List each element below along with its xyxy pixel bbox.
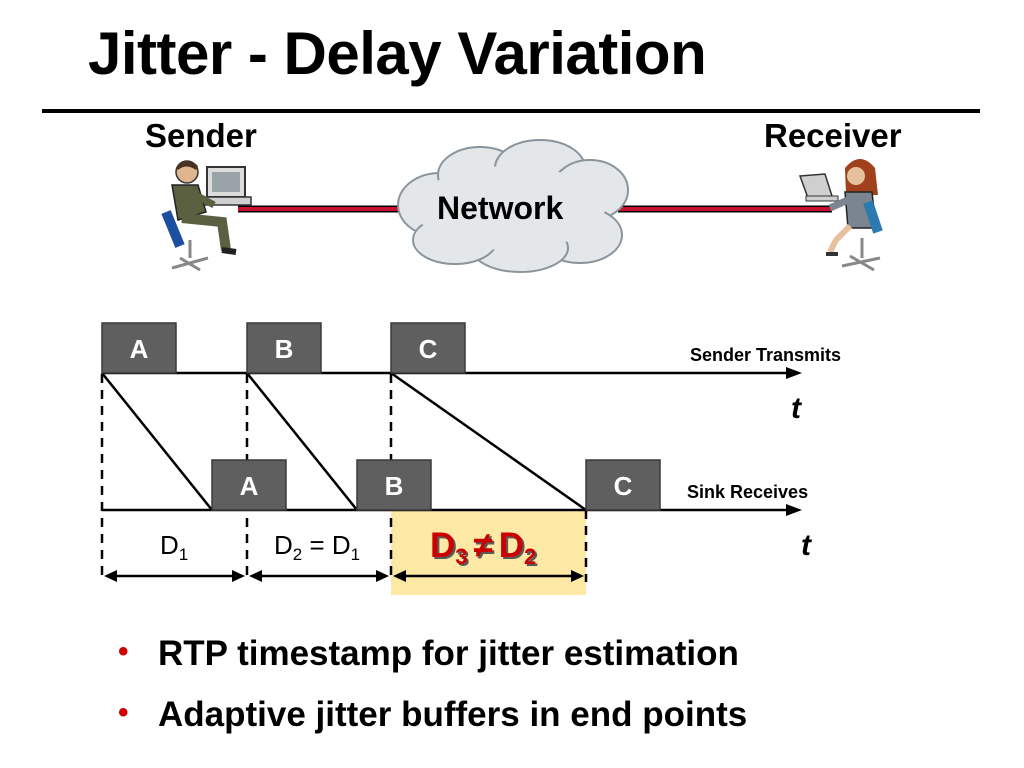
sender-packet-c [390, 322, 466, 374]
sender-label: Sender [145, 117, 257, 154]
sender-axis-label: Sender Transmits [690, 345, 841, 365]
bullet-text: RTP timestamp for jitter estimation [158, 634, 739, 673]
sender-packet-a [101, 322, 177, 374]
bullet-item: • Adaptive jitter buffers in end points [118, 697, 747, 732]
receiver-person-icon [798, 159, 883, 272]
svg-text:D3≠D2: D3≠D2 [430, 526, 536, 569]
sender-person-icon [161, 160, 252, 272]
transit-lines [101, 371, 587, 512]
sender-packet-c-label: C [419, 334, 438, 364]
sink-packet-b [356, 459, 432, 511]
sink-packet-a-label: A [240, 471, 259, 501]
receiver-label: Receiver [764, 117, 902, 154]
bullet-list: • RTP timestamp for jitter estimation • Ad… [118, 636, 747, 758]
d3-highlight [391, 510, 586, 595]
sink-packet-b-label: B [385, 471, 404, 501]
d1-label: D1 [160, 530, 188, 564]
svg-text:D3≠D2: D3≠D2 [432, 528, 538, 571]
bullet-dot-icon: • [118, 696, 129, 729]
d2-label: D2 = D1 [274, 530, 360, 564]
sender-packet-b-label: B [275, 334, 294, 364]
sender-t-label: t [791, 392, 803, 425]
sink-packets [211, 459, 661, 511]
network-label: Network [437, 190, 564, 226]
bullet-item: • RTP timestamp for jitter estimation [118, 636, 747, 671]
page-title: Jitter - Delay Variation [88, 20, 707, 87]
d3-label: D3≠D2 D3≠D2 [430, 526, 538, 571]
sink-packet-c-label: C [614, 471, 633, 501]
sender-packet-a-label: A [130, 334, 149, 364]
network-cloud-icon [397, 139, 629, 273]
bullet-dot-icon: • [118, 635, 129, 668]
sender-packets [101, 322, 466, 374]
sink-axis-label: Sink Receives [687, 482, 808, 502]
sink-t-label: t [801, 529, 813, 562]
sink-packet-a [211, 459, 287, 511]
bullet-text: Adaptive jitter buffers in end points [158, 695, 748, 734]
interval-arrows [104, 570, 584, 582]
sink-packet-c [585, 459, 661, 511]
sender-packet-b [246, 322, 322, 374]
